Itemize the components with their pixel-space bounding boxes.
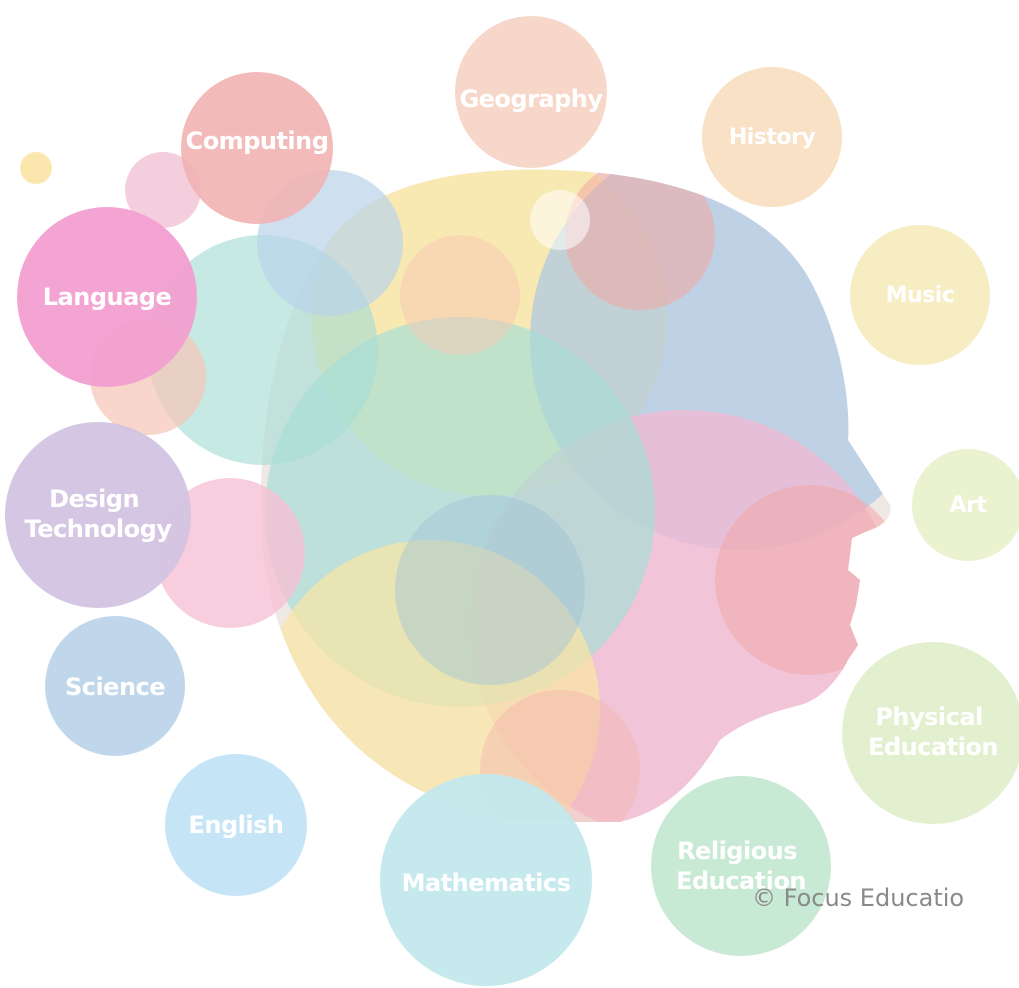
bubble-circle — [842, 642, 1019, 824]
highlight-dot — [530, 190, 590, 250]
subject-bubble-music: Music — [850, 225, 990, 365]
subject-bubbles: Computing Geography History Language Mus — [5, 16, 1019, 986]
bubble-circle — [912, 449, 1019, 561]
subject-label: Computing — [186, 127, 329, 155]
subject-label: Physical Education — [868, 703, 998, 761]
deco-circle — [20, 152, 52, 184]
head-segment — [565, 169, 715, 310]
subject-bubble-english: English — [165, 754, 307, 896]
subject-label: Science — [65, 673, 165, 701]
subject-bubble-religious-education: Religious Education — [651, 776, 831, 956]
subject-label: Music — [886, 283, 955, 308]
subject-label: Art — [950, 493, 988, 518]
subject-bubble-science: Science — [45, 616, 185, 756]
subject-label: Geography — [459, 85, 603, 113]
subject-bubble-art: Art — [912, 449, 1019, 561]
bubble-circle — [702, 67, 842, 207]
subject-bubble-physical-education: Physical Education — [842, 642, 1019, 824]
bubble-circle — [45, 616, 185, 756]
head-segment — [715, 485, 891, 675]
subject-label: Religious Education — [676, 837, 806, 895]
head-silhouette — [260, 169, 891, 822]
subject-bubble-geography: Geography — [455, 16, 607, 168]
subject-bubble-design-technology: Design Technology — [5, 422, 191, 608]
bubble-circle — [380, 774, 592, 986]
subject-bubble-mathematics: Mathematics — [380, 774, 592, 986]
bubble-circle — [651, 776, 831, 956]
subject-label: Design Technology — [25, 485, 173, 543]
head-segment — [400, 235, 520, 355]
subject-label: History — [729, 125, 816, 150]
bubble-circle — [165, 754, 307, 896]
subject-label: Mathematics — [402, 869, 571, 897]
deco-circle — [125, 152, 201, 228]
subject-label: English — [189, 811, 284, 839]
bubble-circle — [181, 72, 333, 224]
deco-circle — [155, 478, 305, 628]
subject-bubble-language: Language — [17, 207, 197, 387]
background-circles — [20, 152, 403, 628]
bubble-circle — [5, 422, 191, 608]
bubble-circle — [455, 16, 607, 168]
subject-bubble-history: History — [702, 67, 842, 207]
bubble-circle — [17, 207, 197, 387]
subject-label: Language — [43, 283, 172, 311]
copyright-notice: © Focus Educatio — [752, 884, 965, 912]
head-segment — [395, 495, 585, 685]
subject-bubble-computing: Computing — [181, 72, 333, 224]
bubble-circle — [850, 225, 990, 365]
